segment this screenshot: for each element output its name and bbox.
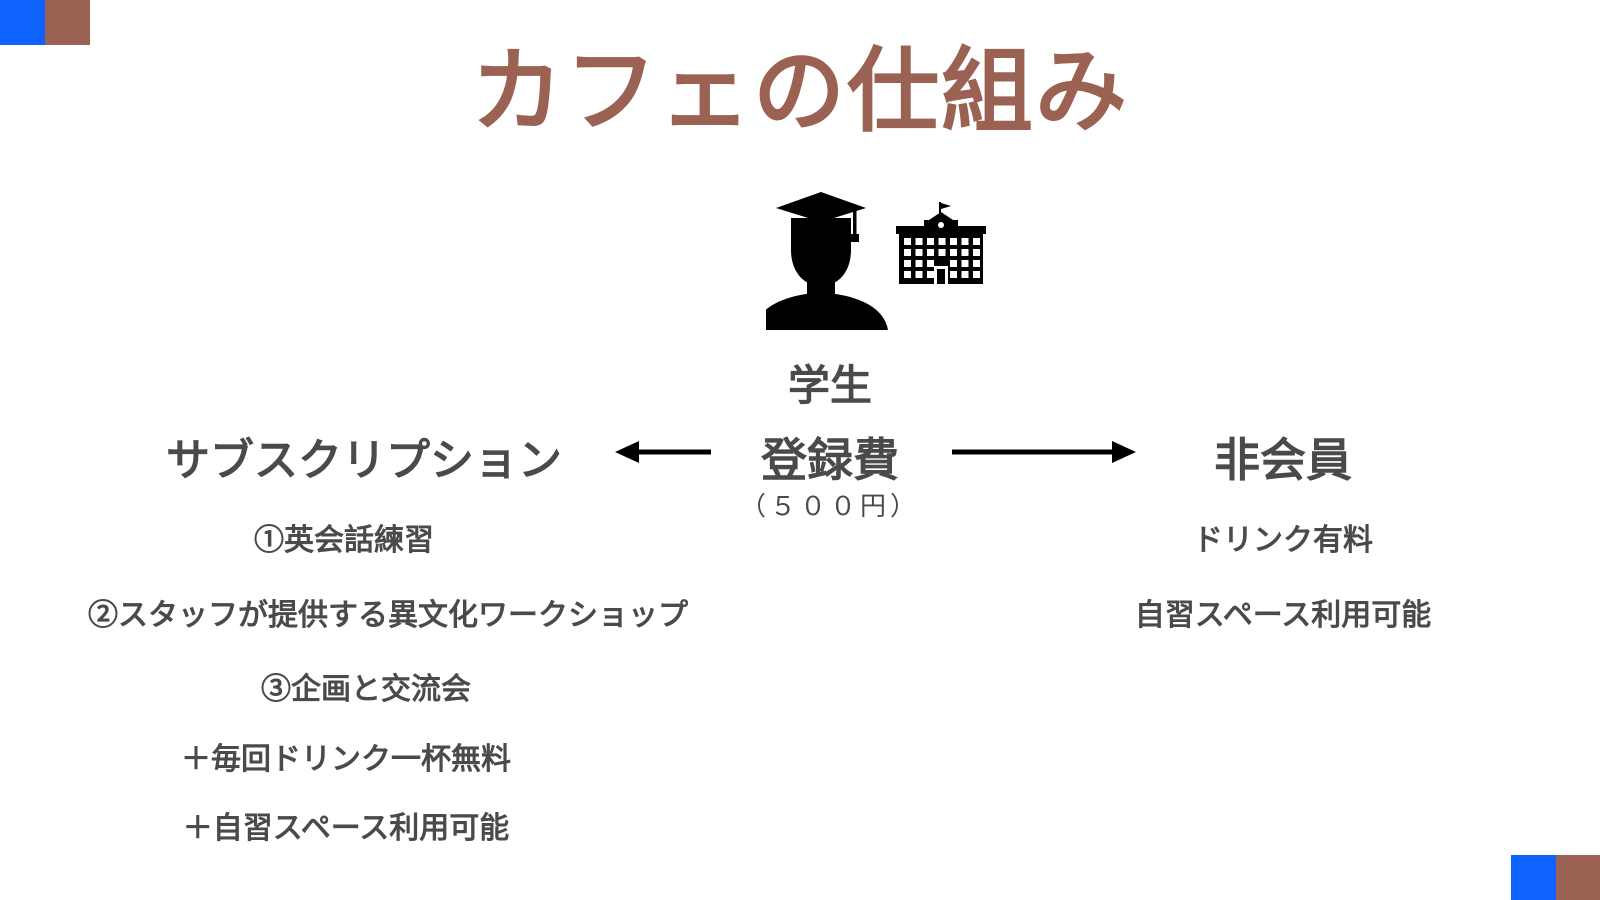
arrow-left-icon: [615, 441, 711, 463]
page-title: カフェの仕組み: [470, 37, 1129, 145]
registration-fee-price: （５００円）: [739, 492, 921, 522]
nonmember-item: 自習スペース利用可能: [1134, 598, 1432, 633]
corner-decoration-brown: [1556, 855, 1600, 900]
corner-decoration-blue: [1511, 855, 1556, 900]
corner-decoration-brown: [45, 0, 90, 45]
subscription-heading: サブスクリプション: [166, 435, 562, 486]
corner-decoration-blue: [0, 0, 45, 45]
registration-fee-label: 登録費: [761, 433, 899, 487]
student-label: 学生: [787, 361, 873, 410]
subscription-item: ＋毎回ドリンク一杯無料: [181, 742, 511, 777]
school-building-icon: [896, 202, 986, 284]
arrow-right-icon: [952, 441, 1136, 463]
subscription-item: ①英会話練習: [254, 523, 434, 558]
graduate-student-icon: [766, 192, 888, 330]
nonmember-item: ドリンク有料: [1193, 523, 1373, 558]
nonmember-heading: 非会員: [1214, 433, 1352, 487]
subscription-item: ＋自習スペース利用可能: [182, 811, 510, 846]
subscription-item: ②スタッフが提供する異文化ワークショップ: [88, 598, 688, 633]
subscription-item: ③企画と交流会: [261, 672, 471, 707]
